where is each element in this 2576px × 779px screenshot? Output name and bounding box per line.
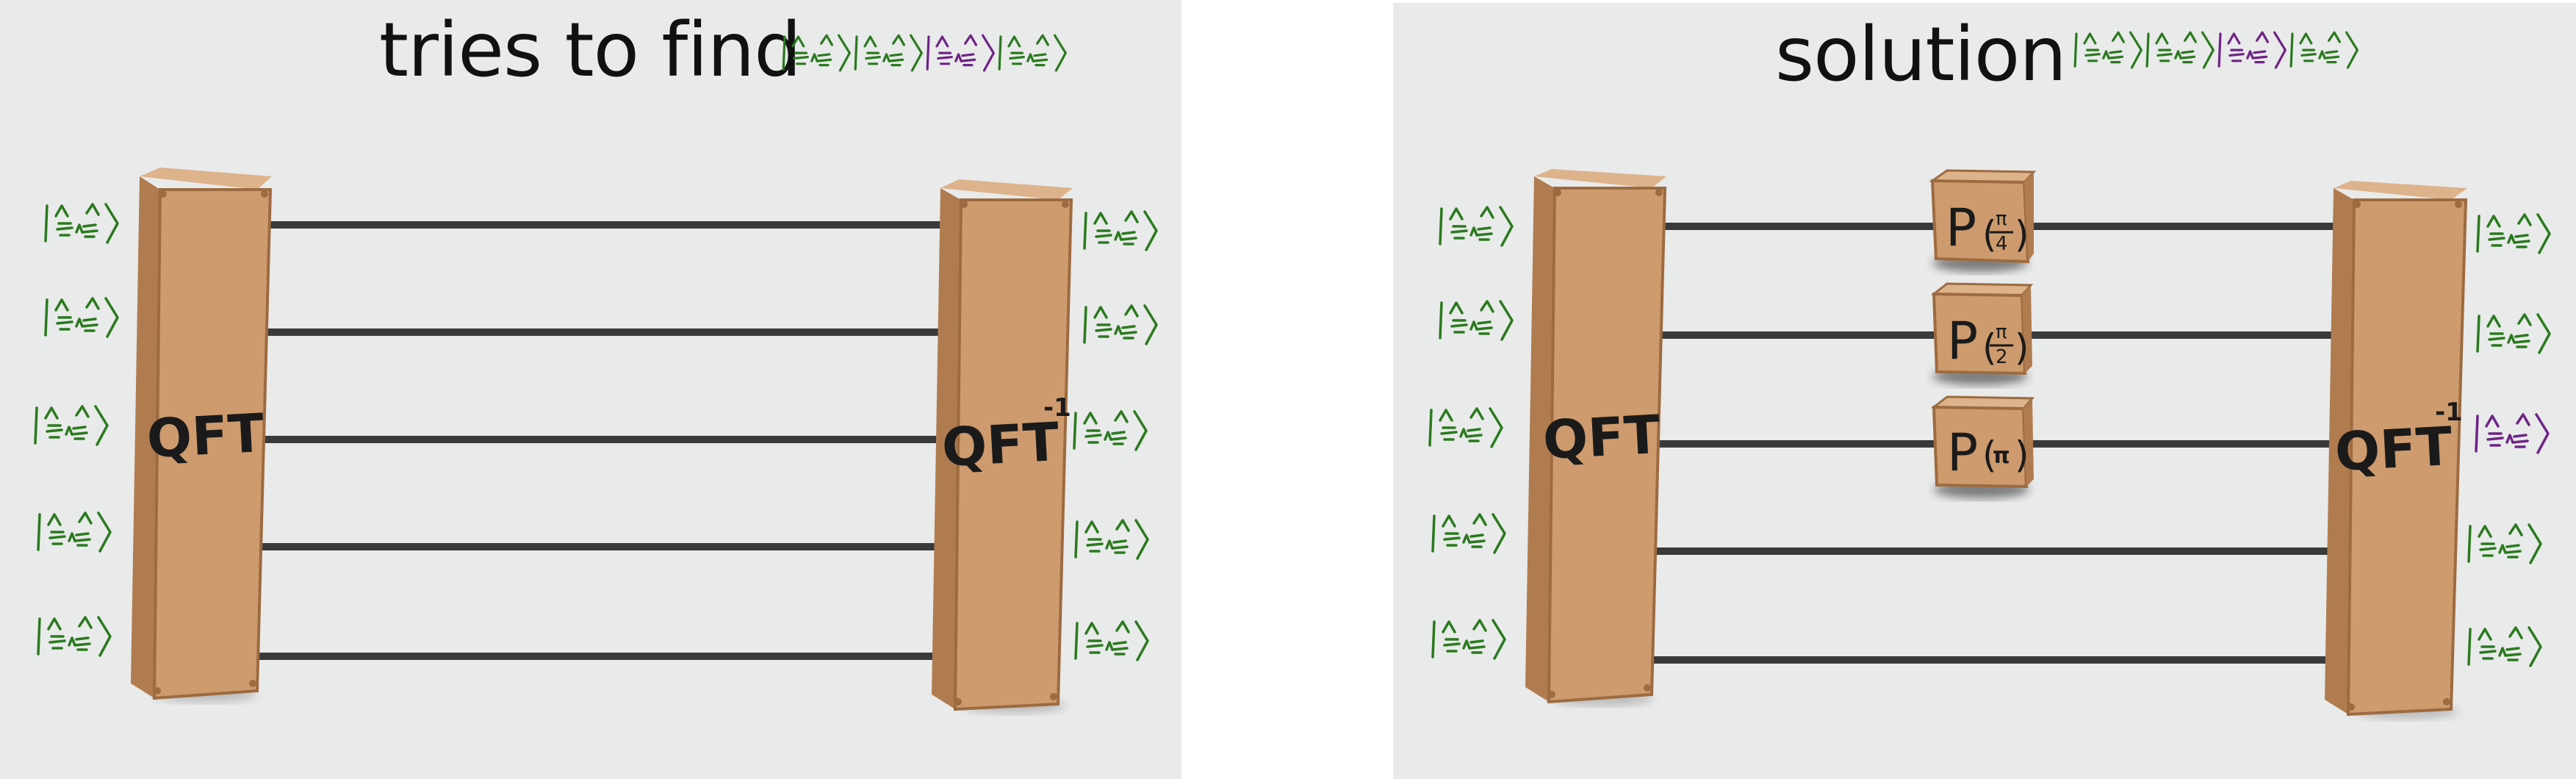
- output-cat-ket-icon: [1083, 210, 1158, 251]
- phase-gate-pi-over-2: [1930, 282, 2034, 385]
- target-cat-ket-icon: [2073, 31, 2143, 69]
- phase-gate-prefix: P: [1947, 423, 1978, 483]
- input-cat-ket-icon: [37, 616, 112, 657]
- target-cat-ket-icon: [782, 34, 851, 72]
- target-cat-ket-icon: [998, 34, 1067, 72]
- phase-gate-argument: π: [1993, 443, 2010, 469]
- phase-gate-numerator: π: [1996, 208, 2007, 230]
- output-cat-ket-icon: [1083, 304, 1158, 345]
- phase-gate-pi-over-4: [1929, 169, 2037, 272]
- output-cat-ket-icon: [1073, 410, 1148, 451]
- qft-label: QFT: [1541, 403, 1662, 471]
- phase-gate-numerator: π: [1996, 321, 2007, 343]
- phase-gate-denominator: 2: [1996, 346, 2008, 368]
- inverse-qft-superscript: -1: [1043, 393, 1071, 423]
- input-cat-ket-icon: [44, 297, 119, 338]
- input-cat-ket-icon: [1439, 300, 1514, 341]
- output-cat-ket-icon: [2476, 213, 2551, 254]
- left-wires: [253, 221, 944, 660]
- output-cat-ket-icon: [2467, 626, 2542, 667]
- phase-gate-denominator: 4: [1996, 233, 2008, 255]
- input-cat-ket-icon: [1428, 407, 1503, 448]
- input-cat-ket-icon: [1439, 206, 1514, 247]
- target-cat-ket-icon: [926, 34, 995, 72]
- paren: (: [1982, 213, 1997, 256]
- inverse-qft-label: QFT: [2334, 415, 2454, 483]
- paren: (: [1982, 434, 1997, 476]
- input-cat-ket-icon: [34, 405, 109, 446]
- output-cat-ket-icon: [1074, 620, 1149, 661]
- qft-block: [131, 168, 273, 702]
- inverse-qft-label: QFT: [940, 411, 1061, 478]
- inverse-qft-superscript: -1: [2435, 398, 2463, 427]
- paren: ): [2015, 326, 2029, 369]
- qft-label: QFT: [145, 402, 266, 470]
- output-cat-ket-icon: [2467, 523, 2542, 564]
- target-cat-ket-icon: [854, 34, 923, 72]
- phase-gate-pi: [1930, 395, 2035, 498]
- input-cat-ket-icon: [1431, 619, 1506, 660]
- output-cat-ket-icon: [1074, 519, 1149, 560]
- right-panel-title: solution: [1775, 11, 2067, 98]
- output-cat-ket-icon: [2476, 313, 2551, 354]
- inverse-qft-block: [2325, 181, 2468, 719]
- target-cat-ket-icon: [2217, 31, 2287, 69]
- phase-gate-prefix: P: [1946, 198, 1976, 258]
- input-cat-ket-icon: [37, 511, 112, 553]
- target-cat-ket-icon: [2289, 31, 2359, 69]
- input-cat-ket-icon: [1431, 513, 1506, 554]
- input-cat-ket-icon: [44, 203, 119, 244]
- qft-block: [1525, 169, 1667, 706]
- inverse-qft-block: [932, 179, 1073, 713]
- target-cat-ket-icon: [2145, 31, 2215, 69]
- paren: ): [2015, 434, 2029, 476]
- paren: ): [2015, 213, 2029, 256]
- paren: (: [1982, 326, 1997, 369]
- cat-kets: [34, 31, 2551, 667]
- left-panel-title: tries to find: [379, 7, 802, 94]
- output-cat-ket-icon: [2475, 413, 2550, 454]
- phase-gate-prefix: P: [1947, 311, 1978, 371]
